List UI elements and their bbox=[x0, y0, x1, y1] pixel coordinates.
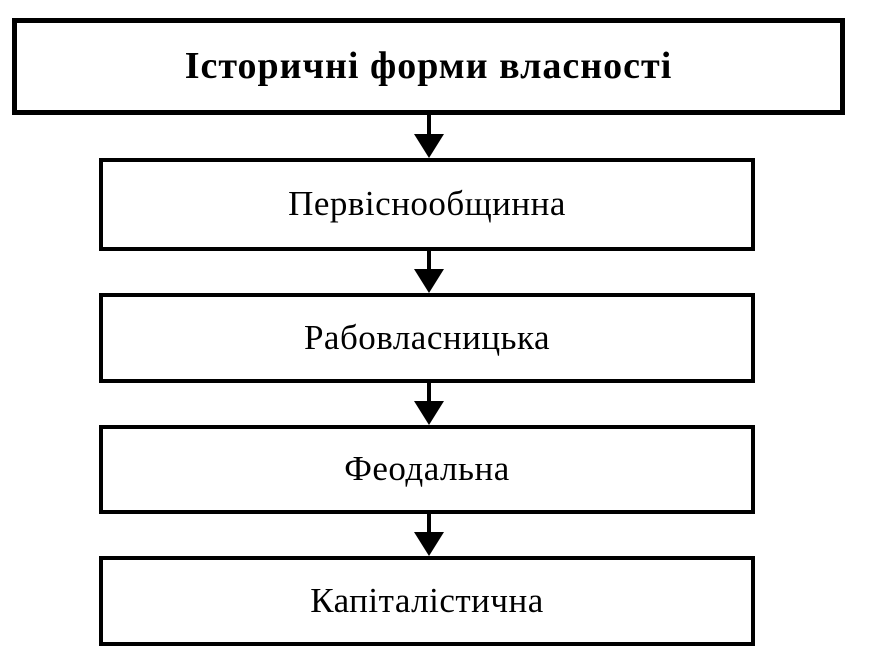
arrow-stage-2-to-stage-3 bbox=[405, 381, 453, 427]
diagram-node-stage-1-label: Первіснообщинна bbox=[288, 184, 566, 224]
arrow-root-to-stage-1 bbox=[405, 114, 453, 160]
arrow-stage-1-to-stage-2 bbox=[405, 249, 453, 295]
diagram-node-root: Історичні форми власності bbox=[12, 18, 845, 115]
diagram-node-stage-1: Первіснообщинна bbox=[99, 158, 755, 251]
diagram-node-stage-3: Феодальна bbox=[99, 425, 755, 514]
diagram-node-root-label: Історичні форми власності bbox=[184, 44, 673, 87]
diagram-node-stage-4: Капіталістична bbox=[99, 556, 755, 646]
diagram-node-stage-3-label: Феодальна bbox=[344, 449, 510, 489]
diagram-node-stage-2: Рабовласницька bbox=[99, 293, 755, 383]
arrow-stage-3-to-stage-4 bbox=[405, 512, 453, 558]
diagram-node-stage-2-label: Рабовласницька bbox=[303, 317, 551, 357]
diagram-node-stage-4-label: Капіталістична bbox=[310, 580, 544, 620]
